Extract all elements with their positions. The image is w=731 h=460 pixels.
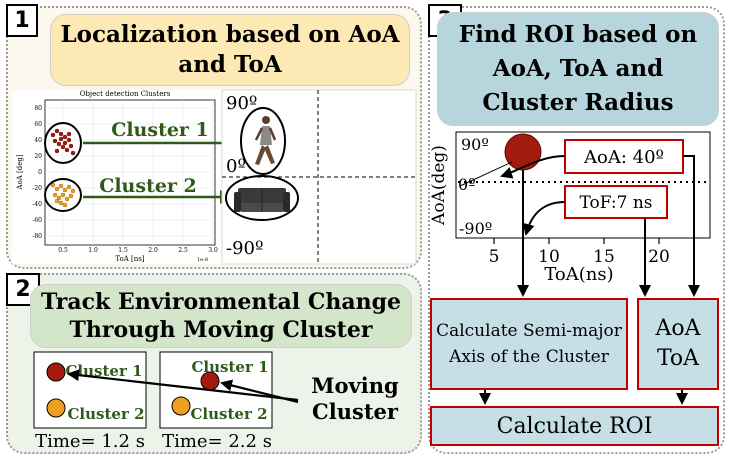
xtick: 3.0 <box>208 247 218 254</box>
scatter-plot-frame <box>12 90 222 264</box>
ytick: -40 <box>32 201 42 208</box>
xtick: 2.5 <box>178 247 188 254</box>
semi-line2: Axis of the Cluster <box>449 347 609 367</box>
ytick: 0 <box>38 169 42 176</box>
panel1-title-line1: Localization based on AoA <box>60 21 400 48</box>
panel3-title-line1: Find ROI based on <box>458 21 698 48</box>
person-ring <box>240 107 286 175</box>
step-number-1: 1 <box>6 4 38 37</box>
sofa-ring <box>225 175 299 221</box>
aoa-toa-box: AoA ToA <box>637 298 719 390</box>
aoa-box-line2: ToA <box>656 346 700 371</box>
ytick: 20 <box>34 153 42 160</box>
cluster1-points <box>50 128 76 156</box>
scatter-yticks: 80 60 40 20 0 -20 -40 -60 -80 <box>32 105 42 240</box>
quadrant-label-minus90: -90º <box>226 238 263 259</box>
xtick: 1.5 <box>118 247 128 254</box>
ytick: -60 <box>32 217 42 224</box>
ytick: -20 <box>32 185 42 192</box>
scatter-ylabel: AoA [deg] <box>16 154 24 190</box>
quadrant-label-90: 90º <box>226 93 257 114</box>
cluster2-label: Cluster 2 <box>99 175 197 197</box>
xtick: 0.5 <box>58 247 68 254</box>
panel1-title: Localization based on AoA and ToA <box>50 14 410 86</box>
scatter-x-exponent: 1e-8 <box>197 257 208 263</box>
panel1-title-line2: and ToA <box>178 51 282 78</box>
ytick: 40 <box>34 137 42 144</box>
panel2-title-line2: Through Moving Cluster <box>69 317 373 343</box>
cluster2-ring <box>44 178 82 212</box>
xtick: 2.0 <box>148 247 158 254</box>
scatter-plot-axes <box>44 99 216 246</box>
panel2-title-line1: Track Environmental Change <box>41 289 401 315</box>
xtick: 1.0 <box>88 247 98 254</box>
semi-line1: Calculate Semi-major <box>436 321 622 341</box>
aoa-box-line1: AoA <box>655 316 701 341</box>
scatter-plot-title: Object detection Clusters <box>80 90 171 98</box>
calc-roi-box: Calculate ROI <box>430 406 719 446</box>
sofa-icon <box>234 188 290 212</box>
ytick: 80 <box>34 105 42 112</box>
roi-label: Calculate ROI <box>496 413 653 439</box>
scatter-xticks: 0.5 1.0 1.5 2.0 2.5 3.0 <box>58 247 218 254</box>
cluster2-points <box>50 182 76 208</box>
quadrant-label-0: 0º <box>226 156 246 177</box>
cluster1-label: Cluster 1 <box>111 119 209 141</box>
ytick: 60 <box>34 121 42 128</box>
scatter-xlabel: ToA [ns] <box>115 255 144 263</box>
panel3-title-line3: Cluster Radius <box>482 89 674 116</box>
walking-person-icon <box>254 116 277 165</box>
ytick: -80 <box>32 233 42 240</box>
panel3-title-line2: AoA, ToA and <box>492 55 664 82</box>
cluster1-ring <box>44 122 82 164</box>
